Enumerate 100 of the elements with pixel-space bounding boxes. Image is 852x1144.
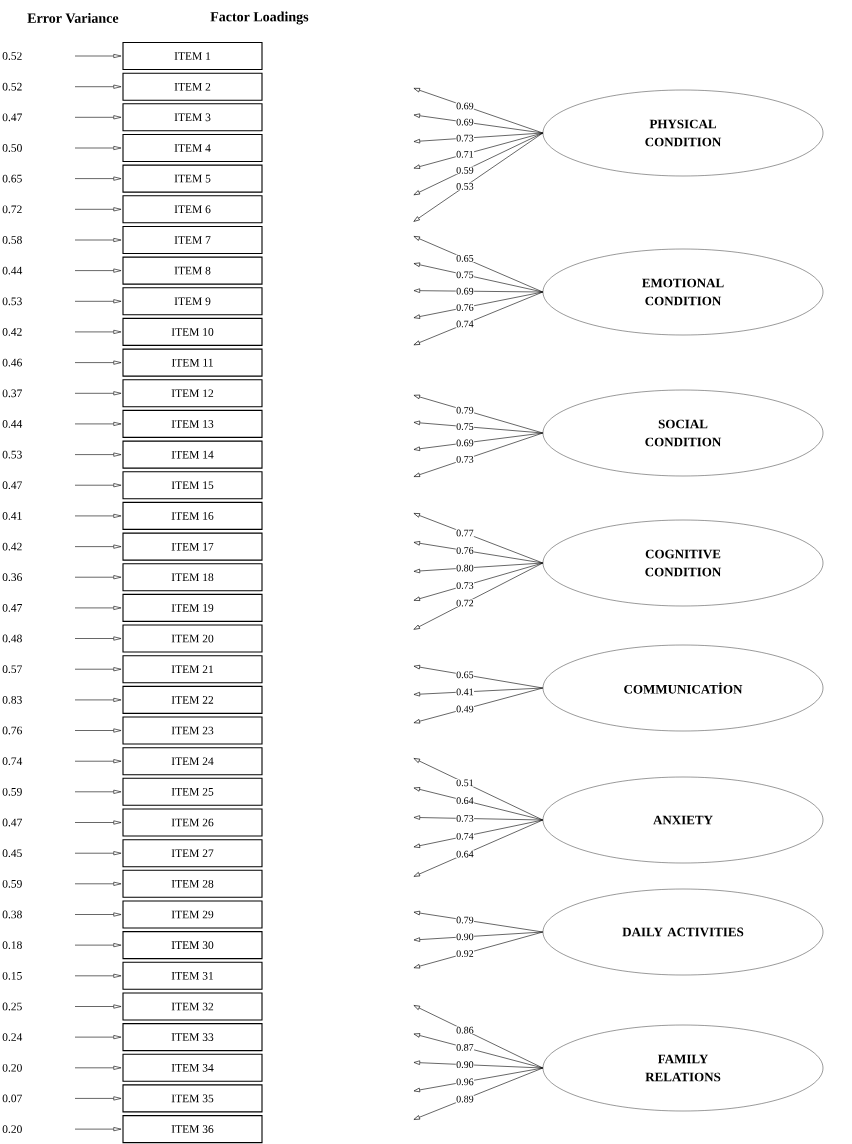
edge-label: 0.87 [455, 1043, 475, 1052]
arrow [74, 728, 122, 733]
error-variance: 0.15 [2, 971, 22, 980]
arrow [413, 288, 544, 293]
error-variance: 0.59 [2, 787, 22, 796]
edge-label: 0.73 [455, 134, 475, 142]
edge-label: 0.41 [455, 688, 475, 696]
item-box: ITEM 18 [122, 563, 263, 592]
item-box: ITEM 27 [122, 839, 263, 868]
item-box: ITEM 36 [122, 1115, 263, 1144]
edge-label: 0.90 [455, 1060, 475, 1069]
edge-label: 0.86 [455, 1026, 475, 1034]
arrow [74, 84, 122, 89]
edge-label: 0.64 [455, 850, 475, 858]
arrow [74, 697, 122, 702]
arrow [413, 432, 544, 477]
arrow [413, 687, 544, 697]
arrow [413, 513, 544, 564]
edge-label: 0.89 [455, 1095, 475, 1103]
error-variance: 0.25 [2, 1002, 22, 1011]
item-box: ITEM 33 [122, 1023, 263, 1052]
item-box: ITEM 11 [122, 348, 263, 377]
edge-label: 0.79 [455, 916, 475, 924]
error-variance: 0.47 [2, 818, 22, 827]
arrow [74, 1004, 122, 1009]
error-variance: 0.59 [2, 879, 22, 888]
item-box: ITEM 29 [122, 900, 263, 929]
arrow [413, 931, 544, 942]
item-box: ITEM 22 [122, 685, 263, 714]
arrow [74, 605, 122, 610]
arrow [413, 562, 544, 574]
arrow [74, 391, 122, 396]
arrow [413, 562, 544, 630]
edge-label: 0.90 [455, 933, 475, 941]
error-variance: 0.24 [2, 1033, 23, 1041]
arrow [74, 483, 122, 488]
edge-label: 0.75 [455, 271, 475, 279]
item-box: ITEM 8 [122, 256, 263, 285]
error-variance: 0.42 [2, 542, 22, 551]
edge-label: 0.74 [455, 320, 475, 328]
error-variance: 0.52 [2, 52, 22, 60]
error-variance: 0.83 [2, 696, 22, 704]
edge-label: 0.75 [455, 422, 475, 431]
arrow [74, 1096, 122, 1101]
item-box: ITEM 5 [122, 164, 263, 193]
error-variance: 0.44 [2, 420, 23, 428]
item-box: ITEM 2 [122, 72, 263, 101]
arrow [74, 851, 122, 856]
arrow [413, 815, 544, 821]
arrow [74, 207, 122, 212]
error-variance: 0.72 [2, 205, 22, 214]
error-variance: 0.18 [2, 941, 22, 949]
arrow [413, 132, 544, 222]
item-box: ITEM 23 [122, 716, 263, 745]
error-variance: 0.37 [2, 389, 22, 398]
arrow [74, 238, 122, 242]
error-variance: 0.41 [2, 512, 22, 520]
edge-label: 0.73 [455, 581, 475, 590]
edge-label: 0.80 [455, 564, 475, 572]
error-variance: 0.65 [2, 174, 22, 183]
item-box: ITEM 28 [122, 869, 263, 898]
item-box: ITEM 34 [122, 1053, 263, 1082]
edge-label: 0.73 [455, 455, 475, 464]
arrow [74, 881, 122, 886]
error-variance: 0.47 [2, 604, 22, 612]
column-heading: Factor Loadings [210, 11, 309, 25]
error-variance: 0.20 [2, 1063, 22, 1072]
item-box: ITEM 13 [122, 409, 263, 438]
item-box: ITEM 16 [122, 501, 263, 530]
item-box: ITEM 9 [122, 287, 263, 316]
arrow [74, 54, 122, 58]
item-box: ITEM 17 [122, 532, 263, 561]
edge-label: 0.73 [455, 814, 475, 823]
arrow [413, 1005, 544, 1069]
error-variance: 0.58 [2, 236, 22, 244]
error-variance: 0.36 [2, 573, 22, 582]
edge-label: 0.51 [455, 779, 475, 787]
error-variance: 0.20 [2, 1125, 22, 1133]
arrow [413, 758, 544, 821]
error-variance: 0.42 [2, 328, 22, 336]
arrow [74, 759, 122, 764]
edge-label: 0.53 [455, 182, 475, 191]
arrow [413, 132, 544, 196]
edge-label: 0.71 [455, 150, 475, 159]
error-variance: 0.47 [2, 113, 22, 122]
edge-label: 0.72 [455, 599, 475, 607]
error-variance: 0.47 [2, 481, 22, 490]
arrow [74, 544, 122, 549]
item-box: ITEM 31 [122, 961, 263, 990]
item-box: ITEM 20 [122, 624, 263, 653]
item-box: ITEM 1 [122, 41, 263, 71]
arrow [74, 1127, 122, 1132]
arrow [74, 452, 122, 457]
arrow [74, 1035, 122, 1040]
arrow [413, 1067, 544, 1120]
item-box: ITEM 3 [122, 103, 263, 132]
arrow [74, 789, 122, 794]
arrow [74, 176, 122, 181]
arrow [74, 912, 122, 917]
edge-label: 0.74 [455, 832, 475, 841]
